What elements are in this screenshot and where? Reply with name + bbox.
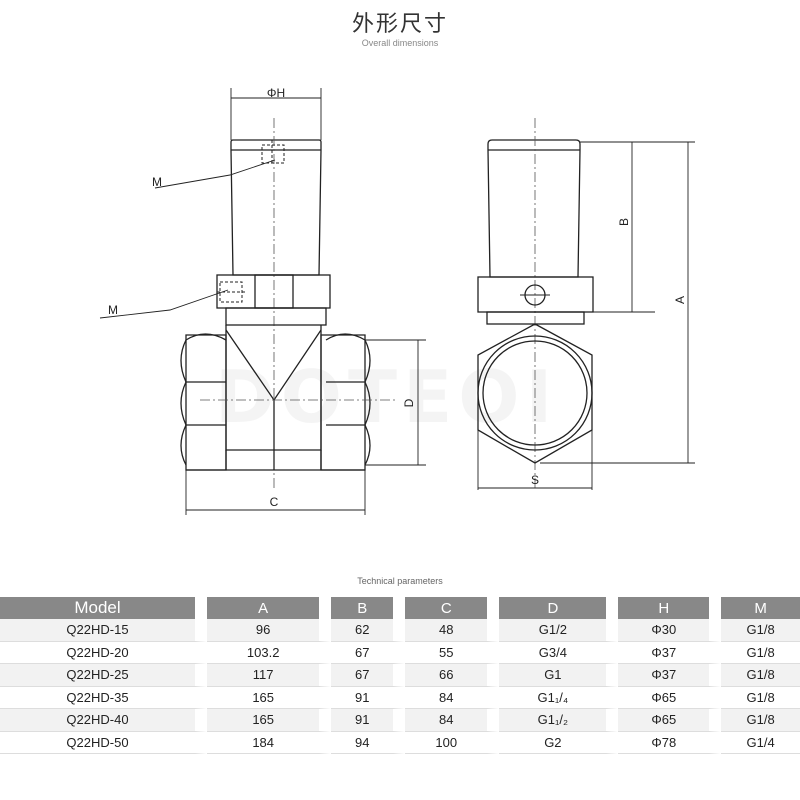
dim-label-d: D <box>402 398 416 407</box>
cell-model: Q22HD-20 <box>0 641 207 664</box>
cell-d: G1/2 <box>499 619 619 642</box>
table-row: Q22HD-50 184 94 100 G2 Φ78 G1/4 <box>0 731 800 754</box>
cell-b: 94 <box>331 731 406 754</box>
dim-label-phi-h: ΦH <box>267 86 285 100</box>
cell-c: 66 <box>405 664 500 687</box>
cell-c: 48 <box>405 619 500 642</box>
cell-h: Φ65 <box>618 709 722 732</box>
cell-a: 96 <box>206 619 332 642</box>
cell-c: 84 <box>405 686 500 709</box>
header-d: D <box>499 597 619 619</box>
cell-c: 100 <box>405 731 500 754</box>
cell-model: Q22HD-50 <box>0 731 207 754</box>
cell-model: Q22HD-25 <box>0 664 207 687</box>
cell-b: 91 <box>331 709 406 732</box>
left-body <box>225 307 327 326</box>
cell-d: G1₁/₂ <box>499 709 619 732</box>
cell-c: 55 <box>405 641 500 664</box>
cell-d: G1₁/₄ <box>499 686 619 709</box>
cell-h: Φ65 <box>618 686 722 709</box>
parameters-table: Model A B C D H M Q22HD-15 96 62 48 G1/2… <box>0 597 800 754</box>
table-row: Q22HD-35 165 91 84 G1₁/₄ Φ65 G1/8 <box>0 686 800 709</box>
cell-a: 103.2 <box>206 641 332 664</box>
cell-d: G2 <box>499 731 619 754</box>
table-row: Q22HD-25 117 67 66 G1 Φ37 G1/8 <box>0 664 800 687</box>
table-row: Q22HD-15 96 62 48 G1/2 Φ30 G1/8 <box>0 619 800 642</box>
cell-m: G1/4 <box>721 731 800 754</box>
cell-h: Φ78 <box>618 731 722 754</box>
header-model: Model <box>0 597 207 619</box>
cell-m: G1/8 <box>721 709 800 732</box>
cell-a: 117 <box>206 664 332 687</box>
cell-model: Q22HD-35 <box>0 686 207 709</box>
dim-label-b: B <box>617 218 631 226</box>
dimension-drawing: ΦH M M C S D B A <box>99 86 695 515</box>
cell-h: Φ37 <box>618 641 722 664</box>
dim-label-s: S <box>531 473 539 487</box>
cell-a: 184 <box>206 731 332 754</box>
dim-label-a: A <box>673 296 687 304</box>
cell-h: Φ37 <box>618 664 722 687</box>
table-header-row: Model A B C D H M <box>0 597 800 619</box>
cell-model: Q22HD-40 <box>0 709 207 732</box>
cell-c: 84 <box>405 709 500 732</box>
left-hex-nut <box>185 334 227 471</box>
right-hex-face <box>477 323 593 464</box>
header-h: H <box>618 597 722 619</box>
cell-h: Φ30 <box>618 619 722 642</box>
right-hex-nut <box>320 334 366 471</box>
cell-a: 165 <box>206 709 332 732</box>
left-cylinder <box>230 139 322 276</box>
cell-d: G3/4 <box>499 641 619 664</box>
cell-d: G1 <box>499 664 619 687</box>
cell-m: G1/8 <box>721 686 800 709</box>
cell-m: G1/8 <box>721 641 800 664</box>
page-subtitle: Overall dimensions <box>361 38 439 48</box>
cell-m: G1/8 <box>721 619 800 642</box>
page-title: 外形尺寸 <box>351 12 448 37</box>
dim-label-m-top: M <box>152 175 162 189</box>
cell-b: 62 <box>331 619 406 642</box>
right-collar <box>477 276 594 313</box>
cell-m: G1/8 <box>721 664 800 687</box>
cell-b: 67 <box>331 641 406 664</box>
header-b: B <box>331 597 406 619</box>
header-m: M <box>721 597 800 619</box>
cell-b: 67 <box>331 664 406 687</box>
cell-model: Q22HD-15 <box>0 619 207 642</box>
cell-a: 165 <box>206 686 332 709</box>
dim-label-m-side: M <box>108 303 118 317</box>
table-title: Technical parameters <box>357 576 443 586</box>
table-row: Q22HD-20 103.2 67 55 G3/4 Φ37 G1/8 <box>0 641 800 664</box>
table-row: Q22HD-40 165 91 84 G1₁/₂ Φ65 G1/8 <box>0 709 800 732</box>
right-cylinder <box>487 139 581 278</box>
header-a: A <box>206 597 332 619</box>
dim-label-c: C <box>270 495 279 509</box>
cell-b: 91 <box>331 686 406 709</box>
header-c: C <box>405 597 500 619</box>
